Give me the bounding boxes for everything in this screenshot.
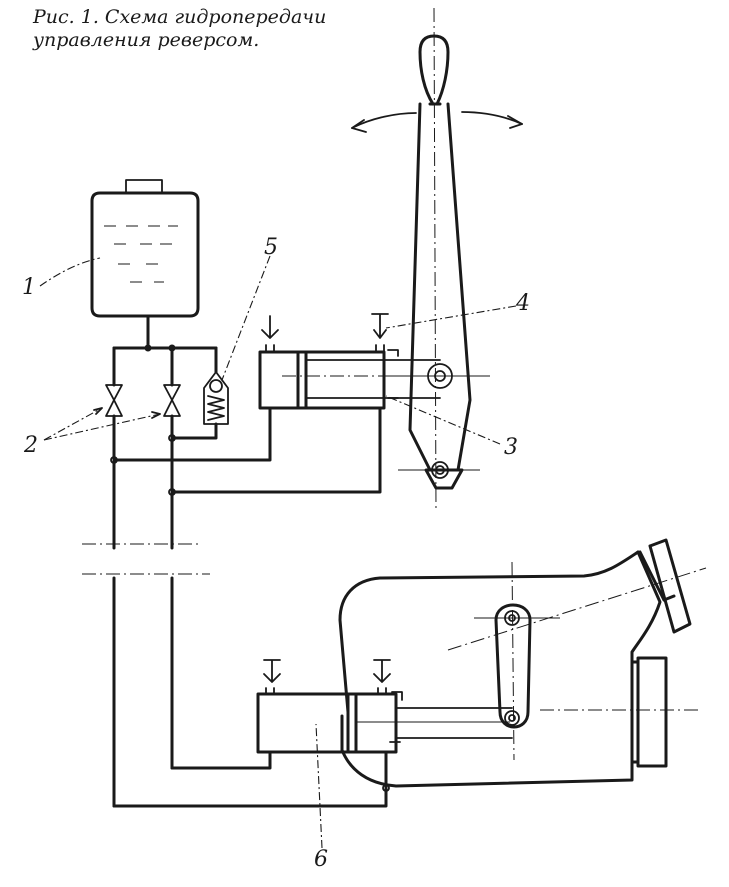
label-4: 4 — [515, 291, 530, 316]
caption-line-2: управления реверсом. — [33, 29, 260, 51]
crank-arm — [474, 561, 560, 761]
label-3: 3 — [504, 435, 518, 460]
shutoff-valve-right — [163, 384, 181, 417]
label-1: 1 — [22, 275, 36, 300]
oil-level-marks — [104, 225, 178, 283]
lower-hydraulic-lines — [112, 750, 390, 808]
upper-cylinder — [258, 313, 485, 410]
leader-lines — [39, 255, 517, 849]
figure-caption: Рис. 1. Схема гидропередачи управления р… — [33, 6, 413, 52]
pipe-break — [82, 543, 210, 808]
label-6: 6 — [314, 847, 328, 872]
label-5: 5 — [264, 235, 278, 260]
control-lever — [351, 7, 523, 513]
upper-hydraulic-lines — [110, 314, 382, 550]
oil-tank — [90, 179, 200, 318]
lower-cylinder — [256, 659, 513, 754]
relief-valve — [203, 371, 229, 425]
caption-line-1: Рис. 1. Схема гидропередачи — [33, 6, 327, 28]
label-2: 2 — [23, 433, 38, 458]
shutoff-valve-left — [105, 384, 123, 417]
gear-housing — [338, 538, 707, 788]
